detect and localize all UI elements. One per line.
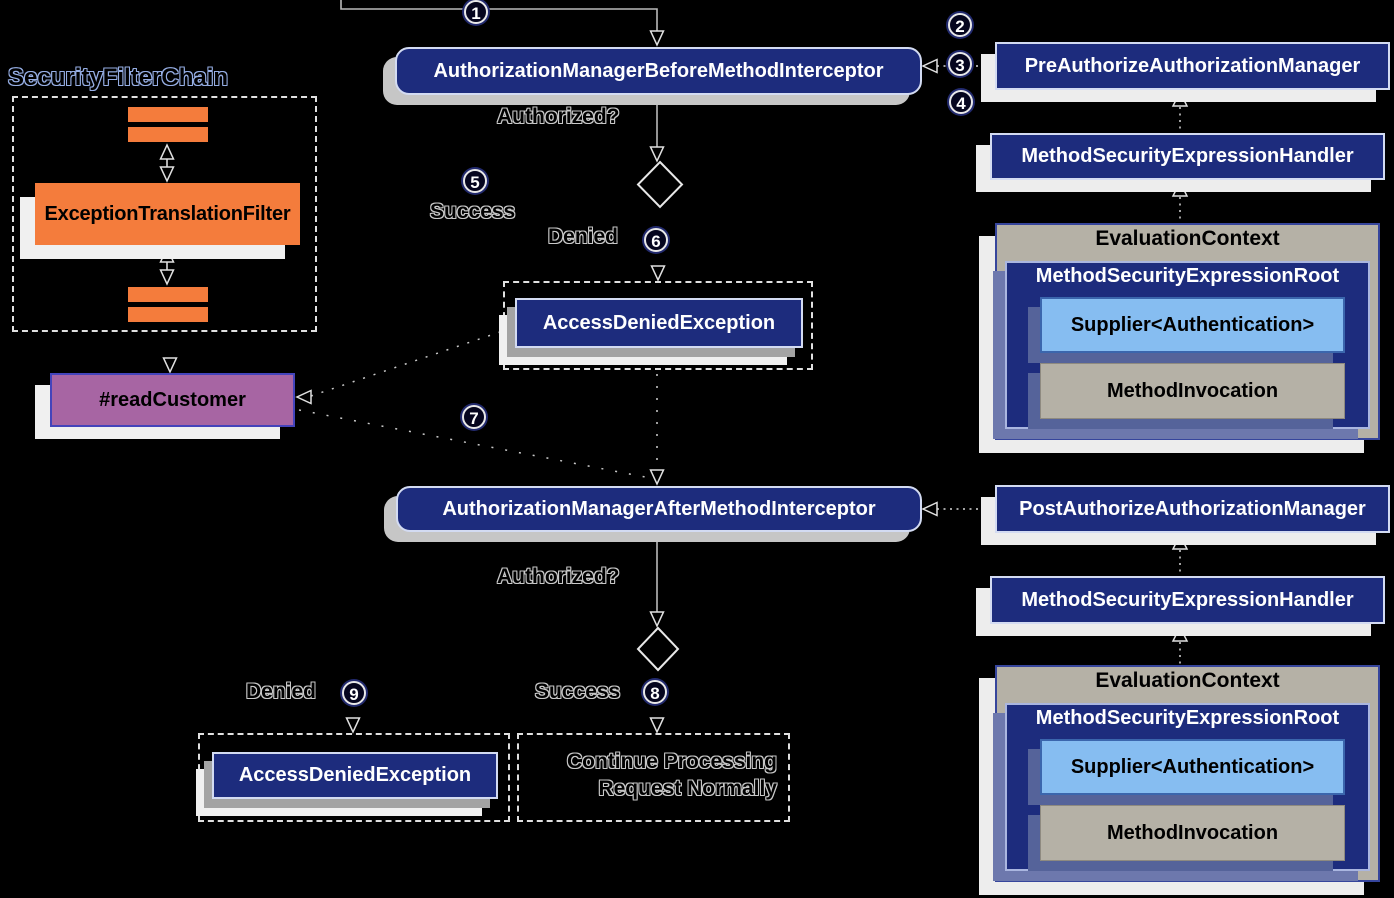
step-circle-3: 3 [948, 52, 972, 76]
access-denied-exception-box-1: AccessDeniedException [515, 298, 803, 348]
arrow-down-into-diamond2-icon [649, 611, 665, 628]
denied-label-1: Denied [548, 225, 619, 248]
access-denied-container-1 [503, 281, 813, 370]
expression-root-title-1: MethodSecurityExpressionRoot [1035, 265, 1340, 287]
arrow-down-denied1-icon [650, 265, 666, 282]
arrow-down-into-diamond1-icon [649, 146, 665, 163]
read-customer-box: #readCustomer [50, 373, 295, 427]
arrow-up-to-pre-manager-icon [1171, 90, 1189, 107]
pre-authorize-manager-box: PreAuthorizeAuthorizationManager [995, 42, 1390, 90]
step-circle-9: 9 [342, 681, 366, 705]
security-filter-chain-title: SecurityFilterChain [8, 64, 229, 91]
authorized-label-2: Authorized? [497, 565, 620, 588]
exception-translation-filter-box: ExceptionTranslationFilter [35, 183, 300, 245]
expression-handler-box-1: MethodSecurityExpressionHandler [990, 133, 1385, 180]
step-circle-5: 5 [463, 169, 487, 193]
line-entry-top [340, 0, 658, 31]
arrow-down-to-etf-icon [159, 166, 175, 183]
arrow-down-into-readcustomer-icon [162, 357, 178, 374]
arrow-down-into-after-interceptor-icon [649, 469, 665, 486]
authorized-label-1: Authorized? [497, 105, 620, 128]
arrow-down-from-etf-icon [159, 269, 175, 286]
decision-diamond-2 [636, 626, 680, 672]
arrow-left-into-after-icon [921, 501, 938, 517]
security-filter-chain-container [12, 96, 317, 332]
supplier-authentication-box-2: Supplier<Authentication> [1040, 739, 1345, 795]
continue-processing-line1: Continue Processing [566, 750, 777, 773]
arrow-left-into-before-icon [921, 58, 938, 74]
arrow-down-success2-icon [649, 717, 665, 734]
expression-handler-box-2: MethodSecurityExpressionHandler [990, 576, 1385, 624]
denied-label-2: Denied [246, 680, 317, 703]
method-invocation-box-1: MethodInvocation [1040, 363, 1345, 419]
line-exception-return [310, 330, 504, 397]
evaluation-context-title-2: EvaluationContext [1095, 669, 1280, 692]
method-invocation-box-2: MethodInvocation [1040, 805, 1345, 861]
arrow-left-into-readcustomer-icon [295, 389, 312, 405]
supplier-authentication-box-1: Supplier<Authentication> [1040, 297, 1345, 353]
arrow-up-to-handler1-icon [1171, 180, 1189, 197]
step-circle-6: 6 [644, 228, 668, 252]
step-circle-7: 7 [462, 405, 486, 429]
decision-diamond-1 [636, 160, 684, 209]
continue-processing-line2: Request Normally [598, 777, 777, 800]
post-authorize-manager-box: PostAuthorizeAuthorizationManager [995, 485, 1390, 533]
arrow-down-into-before-interceptor-icon [649, 30, 665, 47]
arrow-down-denied2-icon [345, 717, 361, 734]
arrow-up-to-post-manager-icon [1171, 533, 1189, 550]
arrow-up-to-filters-icon [159, 143, 175, 160]
success-label-1: Success [430, 200, 516, 223]
step-circle-1: 1 [464, 0, 488, 24]
arrow-up-to-handler2-icon [1171, 625, 1189, 642]
step-circle-2: 2 [948, 13, 972, 37]
arrow-up-to-etf-icon [159, 246, 175, 263]
filter-bar-2 [128, 127, 208, 142]
step-circle-4: 4 [949, 90, 973, 114]
access-denied-exception-box-2: AccessDeniedException [212, 752, 498, 799]
continue-processing-box [517, 733, 790, 822]
filter-bar-4 [128, 307, 208, 322]
filter-bar-3 [128, 287, 208, 302]
step-circle-8: 8 [643, 680, 667, 704]
expression-root-title-2: MethodSecurityExpressionRoot [1035, 707, 1340, 729]
after-interceptor-box: AuthorizationManagerAfterMethodIntercept… [396, 486, 922, 532]
success-label-2: Success [535, 680, 621, 703]
evaluation-context-title-1: EvaluationContext [1095, 227, 1280, 250]
before-interceptor-box: AuthorizationManagerBeforeMethodIntercep… [395, 47, 922, 95]
filter-bar-1 [128, 107, 208, 122]
access-denied-container-2 [198, 733, 510, 822]
